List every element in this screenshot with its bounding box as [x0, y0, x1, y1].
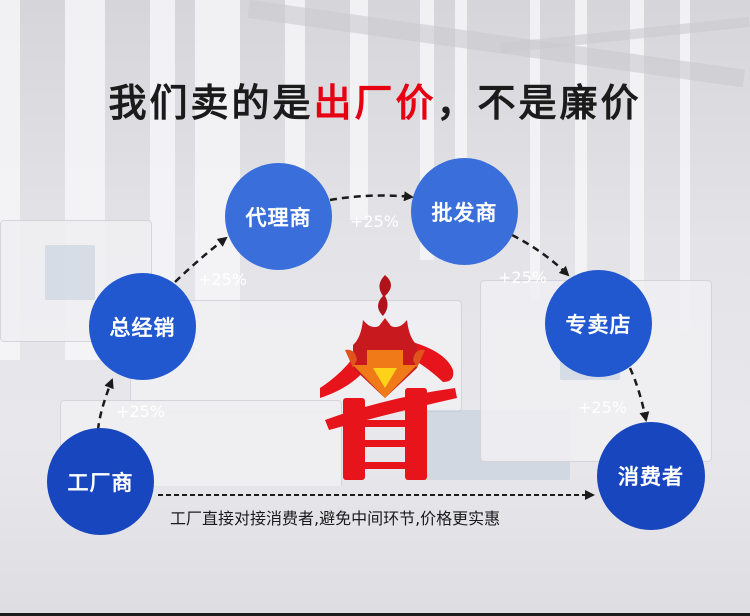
arrow-distributor-to-agent: [174, 236, 228, 283]
page-headline: 我们卖的是出厂价，不是廉价: [0, 72, 750, 127]
headline-part1: 我们卖的是: [108, 81, 314, 125]
arrow-factory-to-distributor: [96, 378, 114, 431]
direct-route-note: 工厂直接对接消费者,避免中间环节,价格更实惠: [170, 509, 501, 528]
node-consumer: 消费者: [597, 422, 705, 530]
node-agent-label: 代理商: [245, 205, 312, 230]
markup-label-1: +25%: [116, 402, 165, 421]
node-factory: 工厂商: [47, 428, 154, 535]
bottom-border: [0, 613, 750, 616]
markup-label-3: +25%: [350, 212, 399, 231]
save-emblem: [305, 270, 465, 485]
arrow-store-to-consumer: [628, 367, 650, 422]
node-general-distributor-label: 总经销: [109, 315, 176, 340]
markup-label-5: +25%: [578, 398, 627, 417]
save-character-graphic: [320, 275, 457, 480]
node-factory-label: 工厂商: [67, 470, 134, 495]
node-general-distributor: 总经销: [89, 273, 196, 380]
arrow-wholesaler-to-store: [511, 233, 570, 277]
node-wholesaler: 批发商: [411, 158, 518, 265]
node-wholesaler-label: 批发商: [431, 200, 498, 225]
headline-part2: ，不是廉价: [436, 81, 642, 125]
node-consumer-label: 消费者: [618, 465, 684, 489]
headline-highlight: 出厂价: [313, 81, 437, 125]
markup-label-4: +25%: [498, 268, 547, 287]
node-specialty-store-label: 专卖店: [565, 312, 632, 337]
node-specialty-store: 专卖店: [545, 270, 652, 377]
arrow-agent-to-wholesaler: [329, 191, 414, 202]
character-strokes: [320, 332, 457, 480]
markup-label-2: +25%: [198, 270, 247, 289]
flame-down-arrow-icon: [345, 275, 425, 398]
node-agent: 代理商: [225, 163, 332, 270]
